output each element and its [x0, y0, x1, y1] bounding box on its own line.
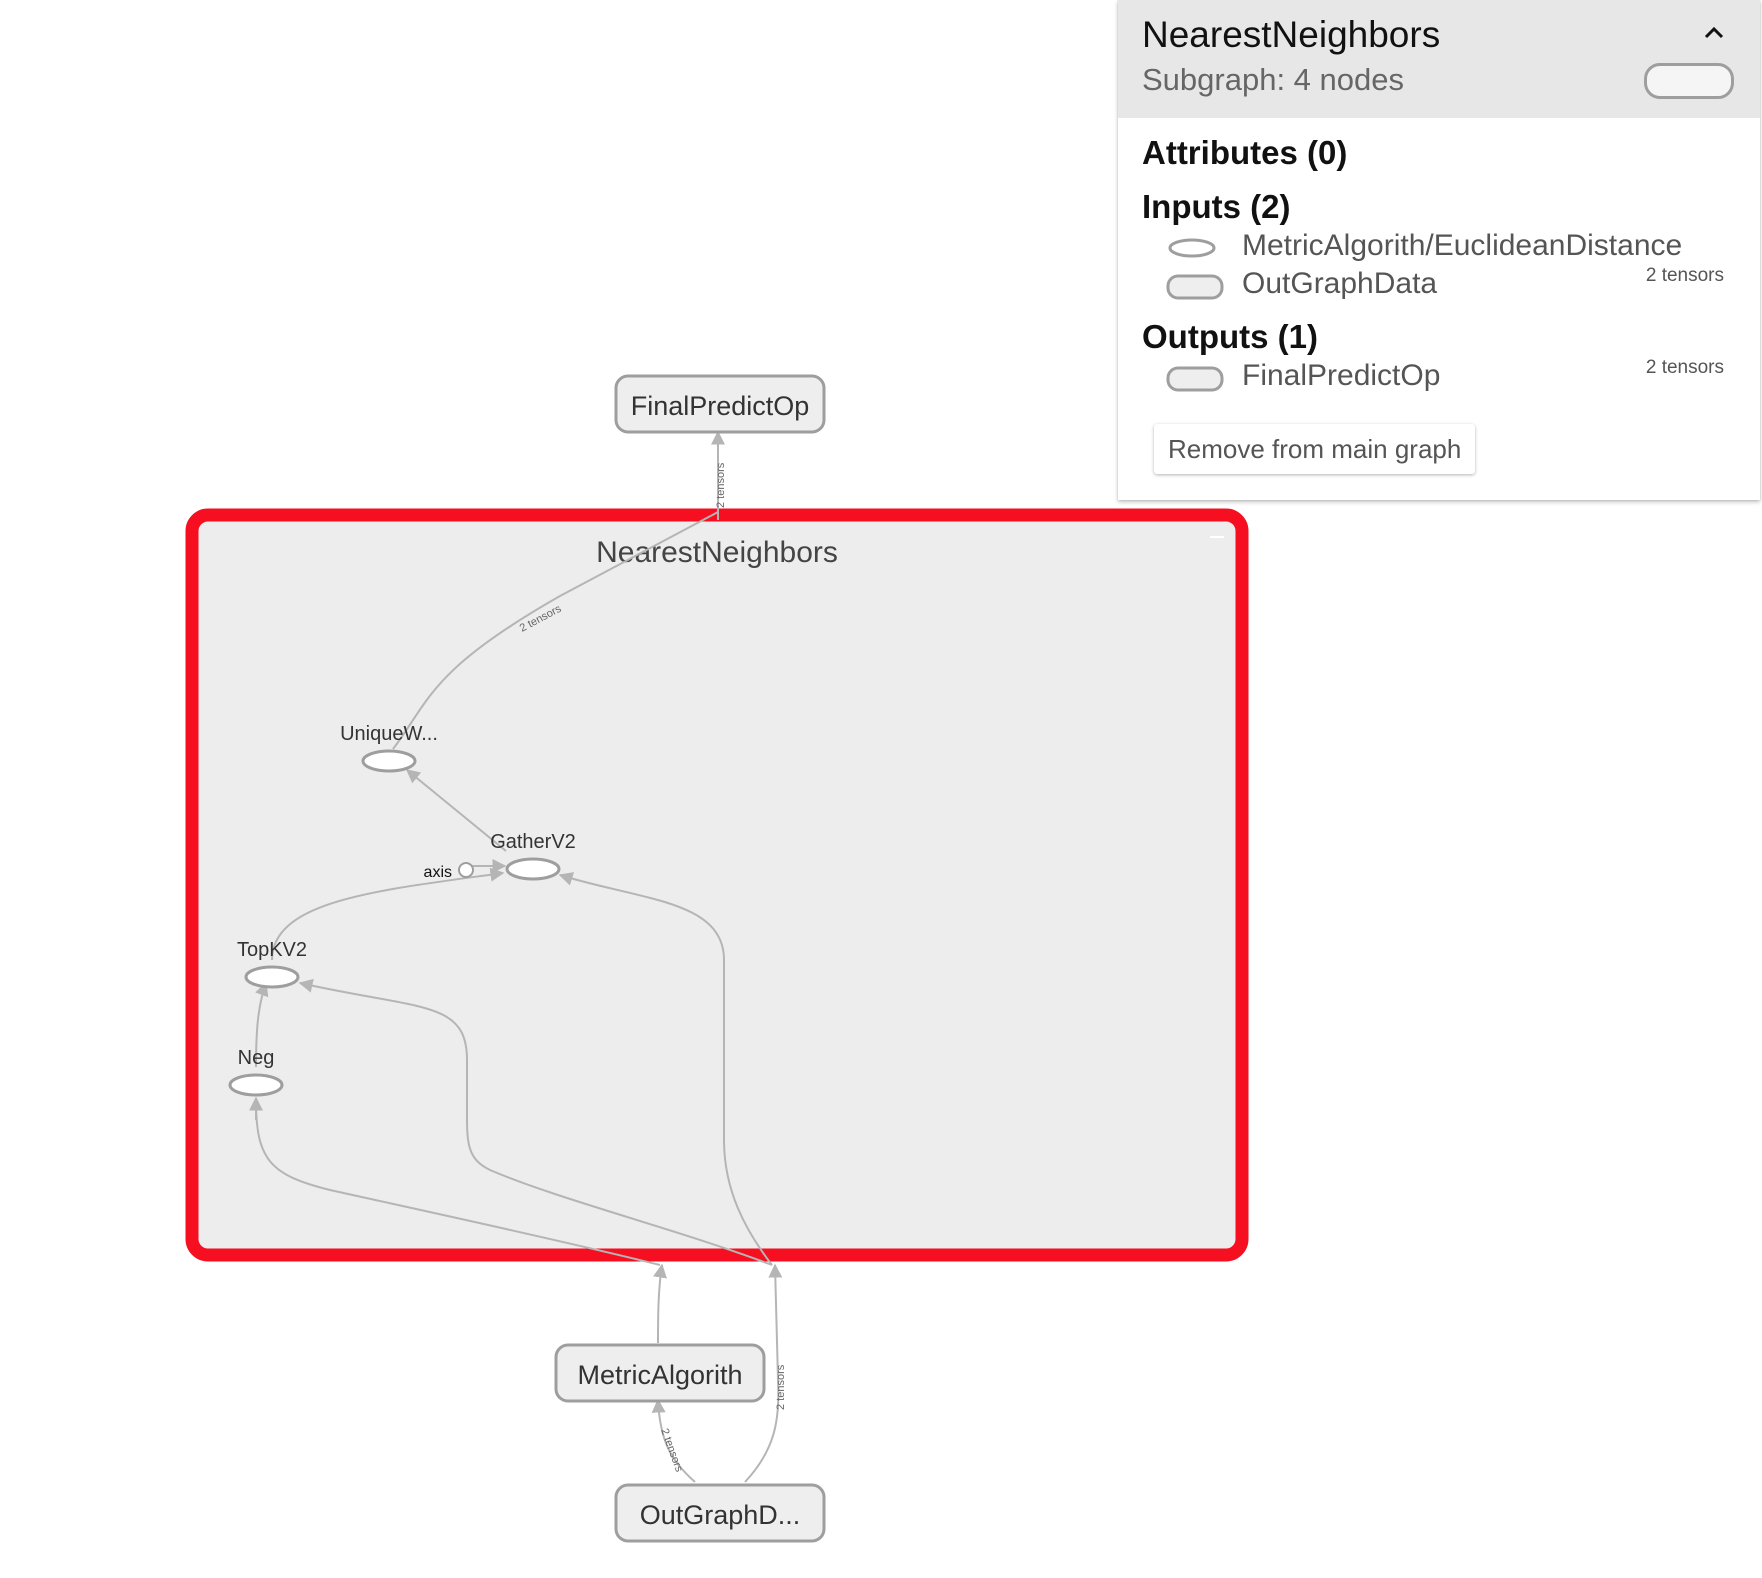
edge-gather-to-unique [405, 769, 507, 852]
output-name: FinalPredictOp [1242, 359, 1441, 392]
card-subtitle: Subgraph: 4 nodes [1142, 62, 1404, 97]
node-label-gatherv2: GatherV2 [490, 831, 576, 853]
input-name: MetricAlgorith/EuclideanDistance [1242, 229, 1683, 262]
meta-node-metricalgorith[interactable]: MetricAlgorith [554, 1343, 766, 1403]
const-node-axis[interactable]: axis [424, 862, 474, 881]
op-node-ellipse [505, 857, 561, 881]
remove-from-main-graph-button[interactable]: Remove from main graph [1154, 424, 1476, 474]
op-node-ellipse [361, 749, 417, 773]
edge-outgraph-to-cluster [744, 1263, 783, 1483]
meta-node-legend-pill [1644, 63, 1734, 99]
meta-node-rect [614, 1483, 826, 1543]
card-header: NearestNeighbors Subgraph: 4 nodes [1118, 0, 1760, 118]
op-node-ellipse-icon [1168, 238, 1216, 258]
const-node-circle [458, 862, 474, 878]
edge-unique-to-cluster-top [392, 511, 719, 750]
inputs-title: Inputs (2) [1142, 188, 1291, 225]
meta-node-outgraphdata[interactable]: OutGraphD... [614, 1483, 826, 1543]
op-node-neg[interactable]: Neg [228, 1047, 284, 1097]
input-name: OutGraphData [1242, 267, 1438, 300]
node-label-finalpredictop: FinalPredictOp [631, 391, 810, 421]
op-node-ellipse [228, 1073, 284, 1097]
edge-bottom-to-gather [558, 872, 773, 1266]
output-count: 2 tensors [1645, 357, 1724, 378]
cluster-selection-border [185, 508, 1249, 1262]
edge-label-final: 2 tensors [715, 462, 727, 508]
edge-label-outgraph-metric: 2 tensors [658, 1427, 685, 1474]
op-node-topkv2[interactable]: TopKV2 [237, 939, 307, 989]
node-label-metricalgorith: MetricAlgorith [577, 1360, 742, 1390]
edge-label-outgraph-cluster: 2 tensors [775, 1364, 787, 1410]
node-info-card: NearestNeighbors Subgraph: 4 nodes Attri… [1118, 0, 1760, 500]
card-title: NearestNeighbors [1142, 14, 1441, 55]
meta-node-finalpredictop[interactable]: FinalPredictOp [614, 374, 826, 434]
node-label-axis: axis [424, 864, 452, 881]
edge-metric-to-cluster [653, 1263, 667, 1344]
input-item[interactable]: OutGraphData 2 tensors [1118, 265, 1760, 303]
meta-node-rect [554, 1343, 766, 1403]
op-node-ellipse [244, 965, 300, 989]
cluster-title: NearestNeighbors [596, 536, 838, 569]
input-count: 2 tensors [1645, 265, 1724, 286]
op-node-unique[interactable]: UniqueW... [340, 723, 438, 773]
edge-bottom-to-neg [255, 1099, 661, 1266]
edge-outgraph-to-metric [651, 1398, 696, 1483]
cluster-nearest-neighbors[interactable]: NearestNeighbors [185, 508, 1249, 1262]
edge-bottom-to-topk [298, 978, 773, 1266]
edges [249, 430, 783, 1483]
collapse-button[interactable] [1696, 18, 1732, 46]
node-label-unique: UniqueW... [340, 723, 438, 745]
meta-node-rect-icon [1166, 274, 1224, 300]
output-item[interactable]: FinalPredictOp 2 tensors [1118, 357, 1760, 395]
node-label-outgraphdata: OutGraphD... [640, 1500, 801, 1530]
op-node-gatherv2[interactable]: GatherV2 [490, 831, 576, 881]
attributes-title: Attributes (0) [1142, 134, 1348, 171]
outputs-title: Outputs (1) [1142, 318, 1318, 355]
node-label-topkv2: TopKV2 [237, 939, 307, 961]
meta-node-rect-icon [1166, 366, 1224, 392]
edge-neg-to-topk [255, 981, 269, 1068]
input-item[interactable]: MetricAlgorith/EuclideanDistance [1118, 229, 1760, 265]
edge-topk-to-gather [271, 867, 505, 961]
chevron-up-icon [1704, 26, 1724, 39]
node-label-neg: Neg [238, 1047, 275, 1069]
meta-node-rect [614, 374, 826, 434]
